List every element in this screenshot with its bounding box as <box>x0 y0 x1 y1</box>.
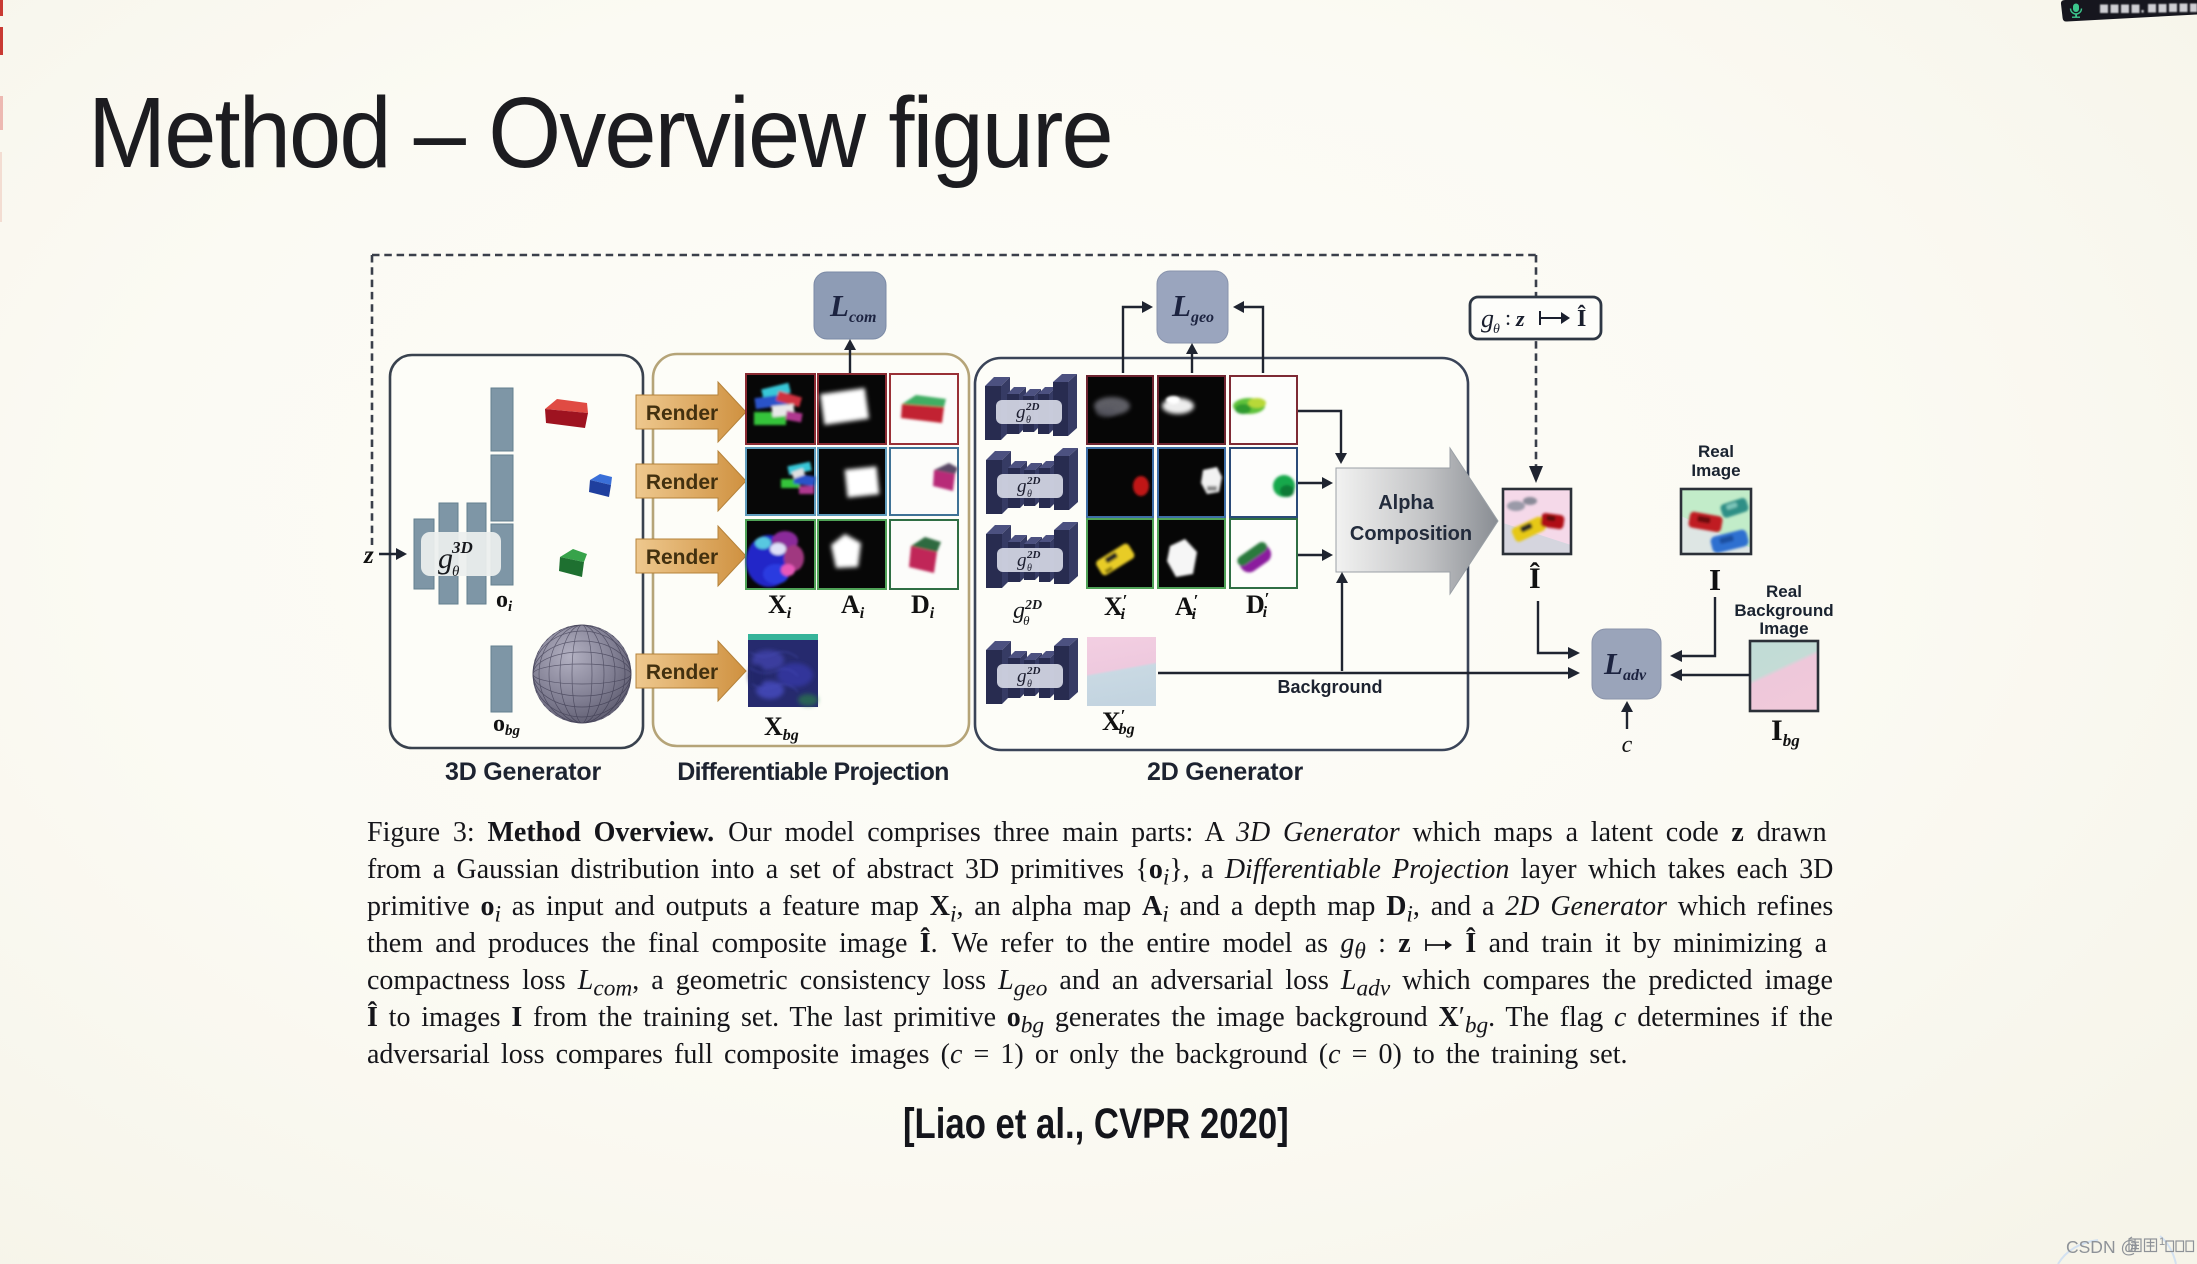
svg-text:Image: Image <box>1759 619 1808 638</box>
svg-text:Background: Background <box>1277 677 1382 697</box>
svg-text:Ibg: Ibg <box>1771 714 1800 750</box>
svg-text:g: g <box>1481 304 1494 333</box>
svg-text:3D: 3D <box>451 538 473 557</box>
svg-text:Alpha: Alpha <box>1378 492 1434 514</box>
svg-text:Î: Î <box>1529 562 1541 595</box>
svg-text:3D Generator: 3D Generator <box>445 758 601 786</box>
svg-text::: : <box>1505 305 1511 330</box>
svg-text:Î: Î <box>1577 305 1586 332</box>
svg-text:Xi: Xi <box>768 590 792 622</box>
svg-text:D′i: D′i <box>1246 589 1270 621</box>
svg-text:Image: Image <box>1691 461 1740 480</box>
svg-text:X′i: X′i <box>1104 591 1128 623</box>
svg-text:g: g <box>438 542 453 575</box>
svg-text:Render: Render <box>646 402 718 425</box>
svg-text:θ: θ <box>1493 322 1500 337</box>
svg-text:Render: Render <box>646 546 718 569</box>
svg-text:CSDN @: CSDN @ <box>2066 1237 2138 1257</box>
svg-text:2D Generator: 2D Generator <box>1147 758 1303 786</box>
svg-text:Composition: Composition <box>1350 523 1472 545</box>
svg-text:Render: Render <box>646 471 718 494</box>
svg-text:Differentiable Projection: Differentiable Projection <box>677 758 948 786</box>
svg-text:Real: Real <box>1766 582 1802 601</box>
svg-text:Ai: Ai <box>841 590 865 622</box>
svg-text:A′i: A′i <box>1175 591 1199 623</box>
svg-text:c: c <box>1622 732 1633 758</box>
svg-text:I: I <box>1709 562 1721 597</box>
svg-text:Render: Render <box>646 661 718 684</box>
svg-text:Background: Background <box>1734 601 1833 620</box>
svg-text:Real: Real <box>1698 442 1734 461</box>
svg-text:1: 1 <box>2159 1236 2165 1248</box>
svg-text:Di: Di <box>911 590 935 622</box>
svg-text:z: z <box>1515 306 1525 331</box>
svg-text:z: z <box>363 542 374 569</box>
svg-text:θ: θ <box>452 564 460 580</box>
